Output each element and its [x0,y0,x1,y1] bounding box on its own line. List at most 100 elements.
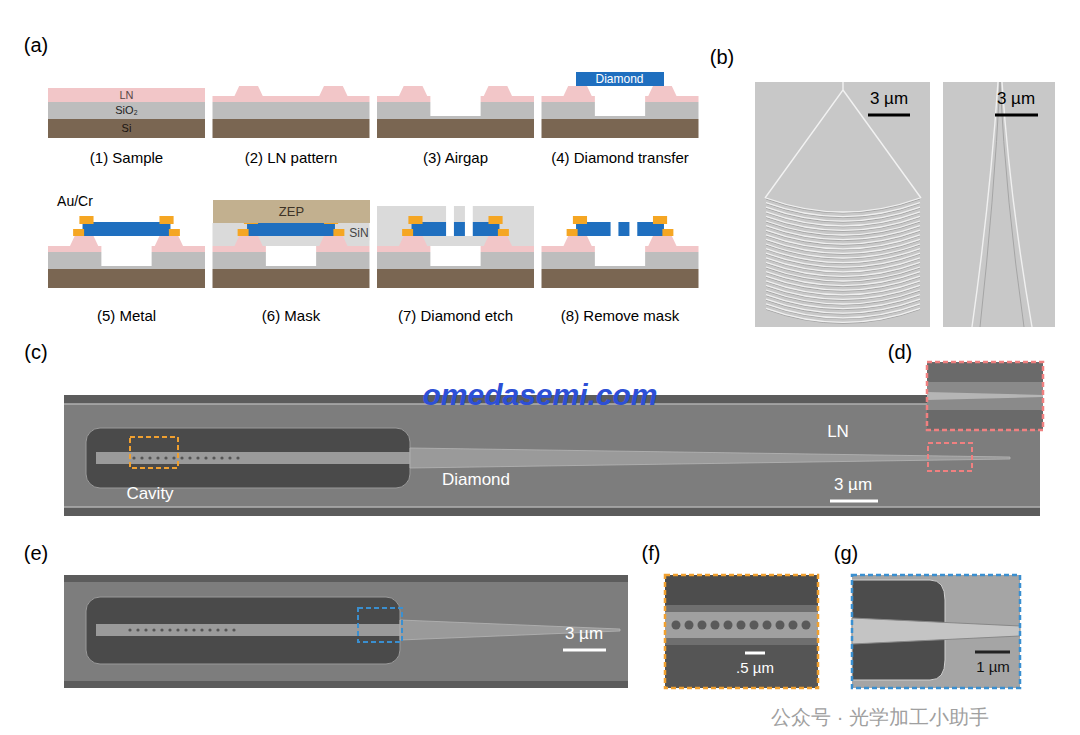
step-caption: (7) Diamond etch [398,308,513,325]
ln-ridge [319,86,347,96]
ln-ridge [484,86,512,96]
waveguide [980,82,1000,327]
photonic-hole [232,628,235,631]
sem-image [64,575,628,688]
airgap [430,96,480,116]
inset-border [665,575,818,688]
process-step [377,86,534,138]
photonic-hole [176,628,179,631]
panel-letter: (a) [24,34,48,56]
si-layer: Si [48,119,205,138]
oxide-layer [213,102,370,119]
airgap [430,246,480,266]
trench [665,575,818,605]
step-caption: (1) Sample [90,150,163,167]
sem-inset [665,575,818,688]
ln-ridge [155,236,183,246]
photonic-hole [144,628,147,631]
scale-label: 3 µm [834,476,872,495]
si-layer [213,269,370,288]
photonic-hole [128,628,131,631]
photonic-hole [750,621,759,630]
layer-label: Diamond [595,73,643,85]
sem-inset [852,575,1020,688]
step-caption: (2) LN pattern [245,150,338,167]
photonic-hole [180,456,183,459]
ln-ridge [648,236,676,246]
step-caption: (8) Remove mask [561,308,679,325]
photonic-hole [132,456,135,459]
photonic-hole [763,621,772,630]
metal-pad [79,216,93,224]
scale-label: 3 µm [870,90,908,109]
scale-bar [995,114,1038,117]
trench [665,645,818,688]
inset-marker [928,443,972,471]
etch-hole [629,222,637,236]
material-label: Cavity [126,485,173,504]
photonic-hole [212,456,215,459]
si-layer [377,269,534,288]
panel-letter: (g) [834,542,858,564]
ln-ridge [234,236,262,246]
ln-surface [927,382,1043,410]
photonic-hole [192,628,195,631]
ln-ridge [70,236,98,246]
photonic-hole [204,456,207,459]
scale-bar [868,114,910,117]
scale-label: .5 µm [736,660,774,677]
waveguide [1002,82,1032,327]
ln-ridge [648,86,676,96]
step-caption: (4) Diamond transfer [551,150,689,167]
photonic-hole [148,456,151,459]
process-step [213,86,370,138]
material-label: SiN [348,227,369,240]
ln-ridge [563,236,591,246]
etch-hole [611,222,619,236]
rail-line [64,506,1040,508]
photonic-hole [224,628,227,631]
grating-shadow [766,309,920,323]
photonic-hole [184,628,187,631]
sem-inset [927,362,1043,430]
sem-image [64,395,1040,516]
si-layer [213,119,370,138]
ln-surface [64,582,628,681]
diamond-slab [412,222,500,236]
photonic-hole [156,456,159,459]
photonic-hole [802,621,811,630]
photonic-hole [208,628,211,631]
metal-pad [238,229,249,236]
ln-ridge [563,86,591,96]
process-step [213,216,370,288]
inset-border [852,575,1020,688]
photonic-hole [140,456,143,459]
inset-marker [358,608,402,642]
photonic-hole [711,621,720,630]
step-caption: (6) Mask [262,308,320,325]
photonic-hole [685,621,694,630]
photonic-hole [724,621,733,630]
cavity-trench [86,428,410,488]
waveguide [843,90,921,198]
scale-label: 3 µm [565,625,603,644]
panel-letter: (c) [24,341,47,363]
diamond-slab [247,222,335,236]
panel-letter: (b) [710,46,734,68]
photonic-hole [200,628,203,631]
process-step [542,216,699,288]
process-step [48,216,205,288]
waveguide [1000,82,1024,327]
layer-label: ZEP [279,205,304,218]
airgap [266,246,316,266]
diamond-taper [852,618,1020,644]
diamond-beam [96,624,400,636]
photonic-hole [672,621,681,630]
metal-pad [333,229,344,236]
scale-bar [975,651,1010,654]
step-caption: (3) Airgap [423,150,488,167]
photonic-hole [164,456,167,459]
metal-pad [573,216,587,224]
scale-label: 1 µm [976,659,1010,676]
